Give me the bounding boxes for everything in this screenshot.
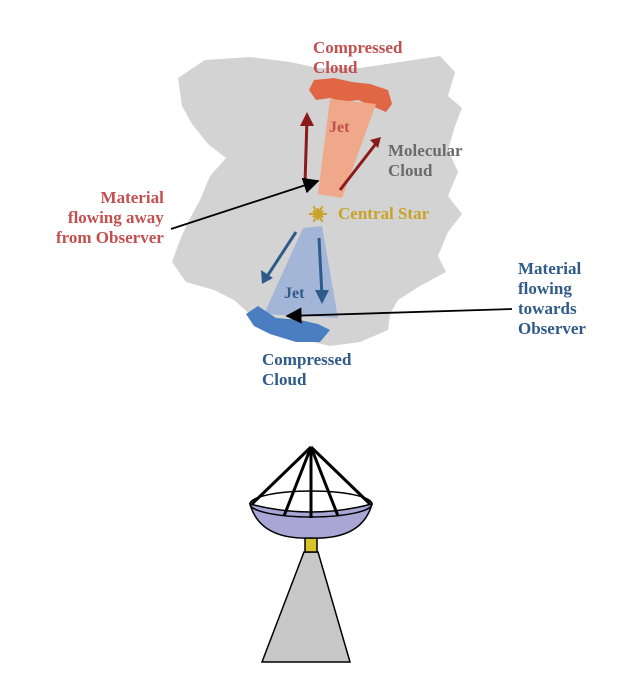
label-line: Compressed (262, 350, 352, 369)
label-line: from Observer (56, 228, 164, 247)
red-arrow-right-head (370, 137, 381, 148)
label-flowing-away: Material flowing away from Observer (56, 188, 164, 248)
label-jet-bottom: Jet (284, 285, 305, 302)
label-line: towards (518, 299, 577, 318)
label-flowing-towards: Material flowing towards Observer (518, 259, 586, 339)
telescope-dish (248, 502, 374, 539)
radio-telescope-icon (248, 445, 374, 663)
label-molecular-cloud: Molecular Cloud (388, 141, 463, 181)
red-arrow-left-head (300, 112, 314, 126)
label-line: Cloud (388, 161, 433, 180)
blue-arrow-right-head (315, 290, 329, 304)
label-line: Material (100, 188, 164, 207)
feed-strut-5 (309, 445, 372, 506)
label-compressed-cloud-bottom: Compressed Cloud (262, 350, 351, 390)
red-arrow-left (303, 117, 309, 185)
label-line: Cloud (262, 370, 307, 389)
jet-away (318, 99, 376, 198)
molecular-cloud (172, 56, 462, 346)
feed-strut-1 (250, 445, 313, 506)
telescope-stand (260, 551, 351, 663)
label-central-star: Central Star (338, 204, 430, 223)
label-line: Material (518, 259, 582, 278)
label-line: Observer (518, 319, 586, 338)
label-compressed-cloud-top: Compressed Cloud (313, 38, 402, 78)
compressed-cloud-bottom (246, 306, 330, 342)
label-line: Cloud (313, 58, 358, 77)
pointer-away (170, 177, 320, 230)
red-arrow-right (338, 140, 380, 191)
label-jet-top: Jet (329, 119, 350, 136)
sunburst-star-icon (309, 205, 327, 223)
pointer-towards (285, 307, 513, 324)
feed-strut-4 (309, 446, 340, 517)
blue-arrow-right (317, 237, 324, 297)
label-line: flowing (518, 279, 572, 298)
blue-arrow-left-head (261, 270, 273, 284)
label-line: Compressed (313, 38, 403, 57)
label-line: flowing away (67, 208, 164, 227)
label-line: Molecular (388, 141, 463, 160)
star-core (314, 210, 322, 218)
blue-arrow-left (264, 231, 298, 279)
feed-strut-2 (282, 446, 313, 517)
